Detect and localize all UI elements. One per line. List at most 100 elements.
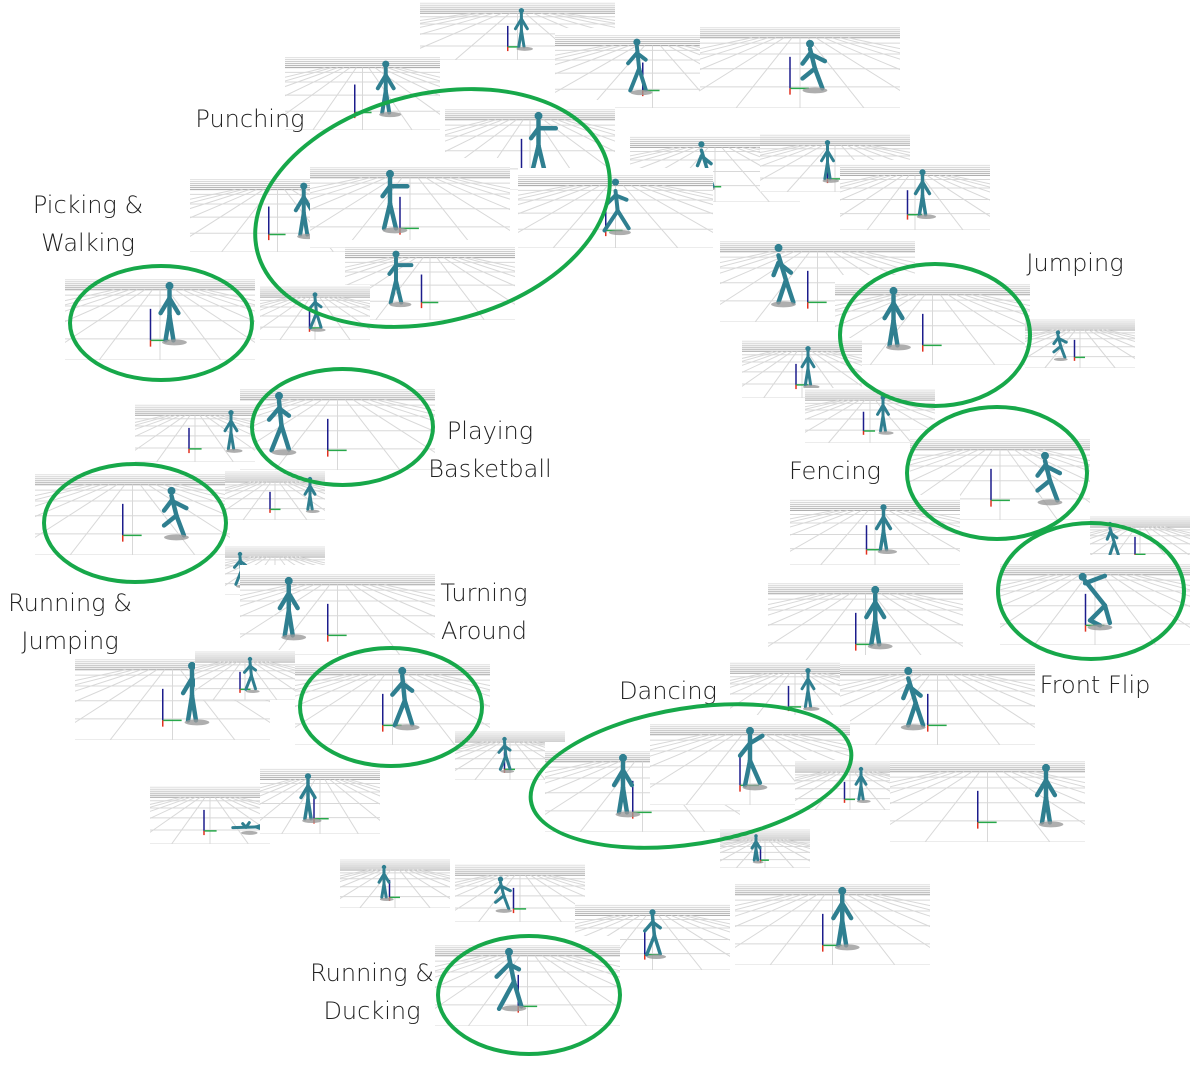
grid-line [840, 174, 892, 193]
limb [394, 278, 404, 305]
limb [742, 758, 753, 788]
motion-tile [720, 828, 810, 868]
grid-line [474, 741, 506, 780]
grid-line [75, 669, 158, 724]
grid-line [872, 593, 929, 664]
figure-shadow [877, 549, 897, 555]
grid-line [848, 251, 915, 274]
grid-line [720, 251, 787, 274]
figure-head [838, 886, 847, 895]
grid-line [310, 177, 387, 211]
figure-head [649, 909, 656, 916]
grid-line [420, 12, 495, 35]
humanoid-figure [611, 753, 635, 815]
motion-tile [150, 784, 270, 844]
grid-line [1159, 526, 1190, 536]
figure-head [312, 292, 318, 298]
grid-line [252, 661, 295, 692]
figure-head [237, 551, 243, 557]
grid-line [420, 12, 503, 49]
grid-line [944, 674, 1001, 745]
figure-head [919, 169, 926, 176]
grid-line [753, 672, 791, 720]
motion-tile [795, 760, 905, 810]
grid-line [664, 914, 730, 957]
humanoid-figure [387, 250, 414, 305]
humanoid-figure [277, 576, 300, 638]
grid-line [1025, 329, 1059, 339]
limb [241, 822, 248, 829]
grid-line [720, 839, 748, 847]
grid-line [789, 734, 850, 751]
grid-line [150, 796, 196, 819]
highlight-ring-picking-walking [68, 264, 254, 382]
limb [249, 674, 257, 691]
grid-line [199, 414, 234, 462]
limb [1056, 336, 1068, 344]
limb [502, 894, 511, 911]
humanoid-figure [864, 585, 887, 647]
grid-line [795, 771, 837, 790]
grid-line [895, 509, 960, 536]
grid-line [190, 189, 250, 210]
limb [628, 66, 642, 93]
humanoid-figure [750, 834, 762, 862]
figure-shadow [615, 811, 641, 818]
grid-line [399, 869, 431, 908]
grid-line [224, 796, 270, 819]
grid-line [327, 296, 370, 318]
humanoid-figure [874, 504, 893, 552]
grid-line [1025, 329, 1067, 348]
label-fencing: Fencing [789, 457, 881, 485]
label-running-jumping: Running & Jumping [8, 589, 132, 655]
humanoid-figure [831, 886, 854, 948]
grid-line [880, 593, 963, 648]
figure-head [518, 7, 525, 14]
grid-line [195, 661, 226, 671]
motion-tile [840, 655, 1035, 745]
limb [806, 688, 813, 709]
grid-line [75, 669, 150, 703]
grid-line [769, 894, 826, 965]
grid-line [1147, 526, 1190, 557]
grid-line [1025, 329, 1063, 343]
grid-line [109, 669, 166, 740]
grid-line [820, 510, 869, 565]
limb [620, 785, 630, 815]
grid-line [1151, 526, 1190, 545]
figure-shadow [916, 214, 936, 220]
figure-shadow [310, 328, 326, 332]
humanoid-figure [800, 667, 816, 709]
limb [382, 882, 388, 899]
grid-line [866, 175, 910, 230]
grid-line [896, 593, 963, 616]
figure-shadow [516, 46, 533, 51]
figure-head [381, 864, 387, 870]
figure-head [497, 876, 504, 882]
grid-line [360, 584, 435, 618]
limb [620, 768, 635, 788]
grid-line [856, 251, 915, 268]
grid-line [545, 874, 585, 886]
limb [308, 484, 317, 496]
grid-line [720, 839, 751, 850]
limb [840, 901, 854, 921]
grid-line [518, 185, 593, 215]
grid-line [795, 771, 833, 785]
humanoid-figure [876, 395, 890, 433]
limb [380, 184, 393, 199]
grid-line [345, 257, 410, 287]
limb [189, 693, 199, 723]
grid-line [455, 874, 495, 886]
grid-line [286, 481, 325, 500]
grid-line [650, 734, 727, 768]
grid-line [260, 296, 303, 318]
grid-line [760, 144, 806, 156]
figure-shadow [867, 643, 893, 650]
figure-head [611, 178, 620, 186]
limb [771, 260, 781, 278]
limb [498, 754, 508, 771]
limb [1043, 778, 1058, 798]
grid-line [543, 119, 615, 174]
grid-line [225, 481, 264, 500]
